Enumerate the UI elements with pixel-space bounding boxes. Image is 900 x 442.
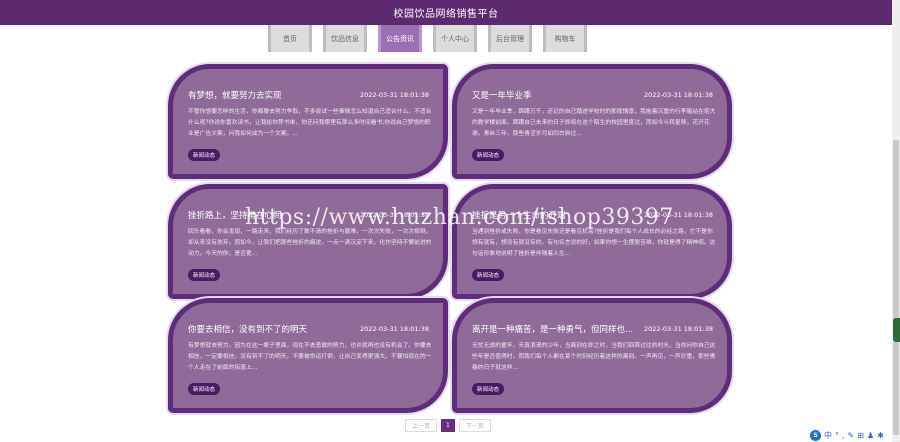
news-card[interactable]: 你要去相信，没有到不了的明天 2022-03-31 18:01:38 有梦想就去… bbox=[168, 298, 448, 413]
ime-logo-icon[interactable]: S bbox=[810, 430, 821, 441]
side-float-button[interactable] bbox=[893, 318, 900, 342]
main-nav: 首页 饮品信息 公告资讯 个人中心 后台管理 购物车 bbox=[268, 25, 598, 55]
news-date: 2022-03-31 18:01:38 bbox=[359, 91, 429, 99]
news-category-tag[interactable]: 新闻动态 bbox=[472, 383, 505, 395]
news-card[interactable]: 挫折是另一个生命的开端 2022-03-31 18:01:38 当遇到挫折或失败… bbox=[452, 184, 732, 299]
scrollbar-thumb[interactable] bbox=[893, 140, 899, 435]
tab-drinks[interactable]: 饮品信息 bbox=[323, 25, 367, 52]
news-excerpt: 不管你想要怎样的生活，你都要去努力争取，不多尝试一些事情怎么知道自己适合什么，不… bbox=[188, 109, 432, 137]
news-excerpt: 回头看看，你会发现，一路走来，我们经历了数不清的挫折与磨难，一次次失败，一次次摔… bbox=[188, 229, 432, 257]
news-excerpt: 又是一年毕业季，踌躇万千，还记的自己踏进学校时的那般情景，我拖着沉重的行李箱站在… bbox=[472, 109, 716, 137]
tab-home[interactable]: 首页 bbox=[268, 25, 312, 52]
prev-page-button[interactable]: 上一页 bbox=[405, 419, 438, 432]
ime-punctuation-icon[interactable]: ° bbox=[835, 431, 839, 440]
vertical-scrollbar[interactable] bbox=[892, 0, 900, 442]
pagination: 上一页 1 下一页 bbox=[405, 419, 491, 432]
news-excerpt: 有梦想就去努力，因为在这一辈子里面，现在不去勇敢的努力，也许就再也没有机会了。你… bbox=[188, 343, 432, 371]
news-card[interactable]: 挫折路上，坚持常在心间 2022-03-31 18:01:38 回头看看，你会发… bbox=[168, 184, 448, 299]
watermark-text: https://www.huzhan.com/ishop39397 bbox=[245, 205, 674, 230]
news-title[interactable]: 挫折是另一个生命的开端 bbox=[472, 211, 566, 221]
news-title[interactable]: 有梦想，就要努力去实现 bbox=[188, 91, 282, 101]
news-excerpt: 当遇到挫折或失败，你是看见失败还是看见机会?挫折是我们每个人成长的必经之路，它不… bbox=[472, 229, 716, 257]
ime-toolbar: S 中 ° , ✎ ⊞ ♟ ✱ bbox=[808, 429, 886, 442]
news-category-tag[interactable]: 新闻动态 bbox=[472, 269, 505, 281]
news-category-tag[interactable]: 新闻动态 bbox=[188, 149, 221, 161]
next-page-button[interactable]: 下一页 bbox=[458, 419, 491, 432]
app-title: 校园饮品网络销售平台 bbox=[393, 9, 499, 20]
ime-keyboard-icon[interactable]: ⊞ bbox=[857, 431, 864, 440]
news-title[interactable]: 你要去相信，没有到不了的明天 bbox=[188, 325, 308, 335]
ime-settings-icon[interactable]: ✱ bbox=[877, 431, 884, 440]
news-date: 2022-03-31 18:01:38 bbox=[359, 325, 429, 333]
news-title[interactable]: 离开是一种痛苦，是一种勇气，但同样也... bbox=[472, 325, 634, 335]
tab-cart[interactable]: 购物车 bbox=[543, 25, 587, 52]
ime-comma-icon[interactable]: , bbox=[842, 431, 845, 440]
page-number-current[interactable]: 1 bbox=[441, 419, 455, 432]
tab-profile[interactable]: 个人中心 bbox=[433, 25, 477, 52]
ime-language-icon[interactable]: 中 bbox=[824, 431, 832, 440]
news-excerpt: 无忧无虑的童年，天真浪漫的少年，当离别在即之时，当我们回首过往的时光，当你问你自… bbox=[472, 343, 716, 371]
ime-handwrite-icon[interactable]: ✎ bbox=[847, 431, 855, 440]
news-category-tag[interactable]: 新闻动态 bbox=[188, 269, 221, 281]
news-card[interactable]: 有梦想，就要努力去实现 2022-03-31 18:01:38 不管你想要怎样的… bbox=[168, 64, 448, 179]
news-category-tag[interactable]: 新闻动态 bbox=[472, 149, 505, 161]
news-date: 2022-03-31 18:01:38 bbox=[643, 325, 713, 333]
news-title[interactable]: 又是一年毕业季 bbox=[472, 91, 532, 101]
tab-admin[interactable]: 后台管理 bbox=[488, 25, 532, 52]
ime-skin-icon[interactable]: ♟ bbox=[866, 431, 875, 440]
news-category-tag[interactable]: 新闻动态 bbox=[188, 383, 221, 395]
news-date: 2022-03-31 18:01:38 bbox=[359, 211, 429, 219]
news-title[interactable]: 挫折路上，坚持常在心间 bbox=[188, 211, 282, 221]
app-header: 校园饮品网络销售平台 bbox=[0, 0, 892, 25]
news-card[interactable]: 离开是一种痛苦，是一种勇气，但同样也... 2022-03-31 18:01:3… bbox=[452, 298, 732, 413]
tab-announcements[interactable]: 公告资讯 bbox=[378, 25, 422, 52]
news-card[interactable]: 又是一年毕业季 2022-03-31 18:01:38 又是一年毕业季，踌躇万千… bbox=[452, 64, 732, 179]
news-date: 2022-03-31 18:01:38 bbox=[643, 91, 713, 99]
news-date: 2022-03-31 18:01:38 bbox=[643, 211, 713, 219]
